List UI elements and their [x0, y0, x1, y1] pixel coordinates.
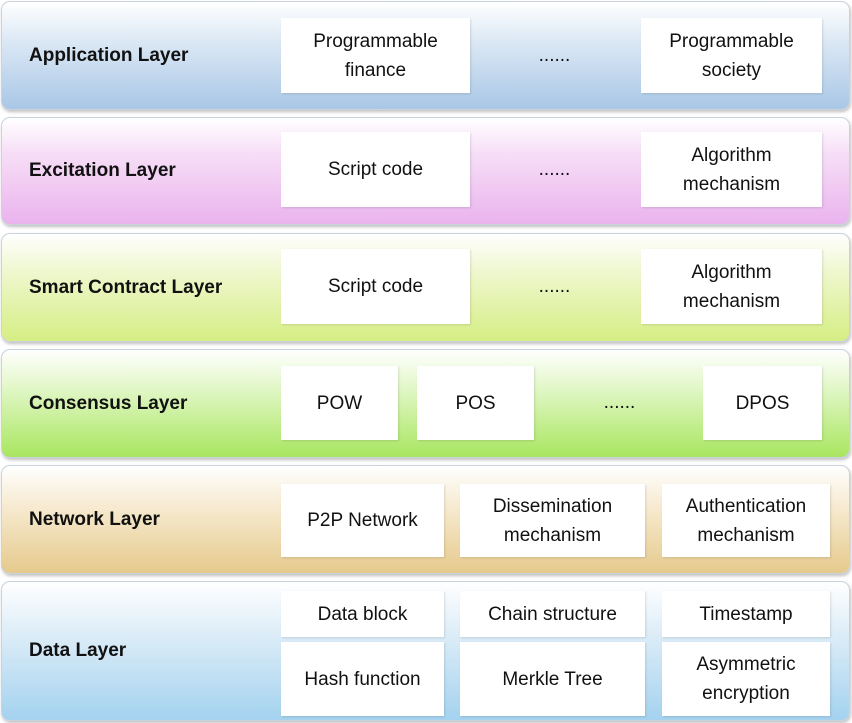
dissemination-mechanism-box: Dissemination mechanism	[460, 484, 645, 557]
p2p-network-box: P2P Network	[281, 484, 444, 557]
pow-box: POW	[281, 366, 398, 440]
smart-contract-algorithm-mechanism-box: Algorithm mechanism	[641, 249, 822, 324]
application-layer: Application Layer Programmable finance .…	[1, 1, 850, 110]
merkle-tree-box: Merkle Tree	[460, 642, 645, 716]
excitation-layer-title: Excitation Layer	[29, 160, 176, 181]
data-block-box: Data block	[281, 591, 444, 637]
consensus-ellipsis: ......	[603, 392, 636, 413]
programmable-society-box: Programmable society	[641, 18, 822, 93]
smart-contract-ellipsis: ......	[538, 275, 571, 297]
programmable-finance-box: Programmable finance	[281, 18, 470, 93]
application-ellipsis: ......	[538, 44, 571, 66]
smart-contract-script-code-box: Script code	[281, 249, 470, 324]
hash-function-box: Hash function	[281, 642, 444, 716]
pos-box: POS	[417, 366, 534, 440]
excitation-ellipsis: ......	[538, 158, 571, 180]
smart-contract-layer-title: Smart Contract Layer	[29, 276, 223, 298]
smart-contract-layer: Smart Contract Layer Script code ...... …	[1, 233, 850, 342]
consensus-layer-title: Consensus Layer	[29, 392, 188, 414]
excitation-layer: Excitation Layer Script code ...... Algo…	[1, 117, 850, 225]
authentication-mechanism-box: Authentication mechanism	[662, 484, 830, 557]
network-layer-title: Network Layer	[29, 508, 160, 530]
data-layer: Data Layer Data block Chain structure Ti…	[1, 581, 850, 721]
network-layer: Network Layer P2P Network Dissemination …	[1, 465, 850, 574]
asymmetric-encryption-box: Asymmetric encryption	[662, 642, 830, 716]
application-layer-title: Application Layer	[29, 44, 189, 66]
data-layer-title: Data Layer	[29, 640, 127, 661]
dpos-box: DPOS	[703, 366, 822, 440]
timestamp-box: Timestamp	[662, 591, 830, 637]
excitation-script-code-box: Script code	[281, 132, 470, 207]
excitation-algorithm-mechanism-box: Algorithm mechanism	[641, 132, 822, 207]
consensus-layer: Consensus Layer POW POS ...... DPOS	[1, 349, 850, 458]
chain-structure-box: Chain structure	[460, 591, 645, 637]
